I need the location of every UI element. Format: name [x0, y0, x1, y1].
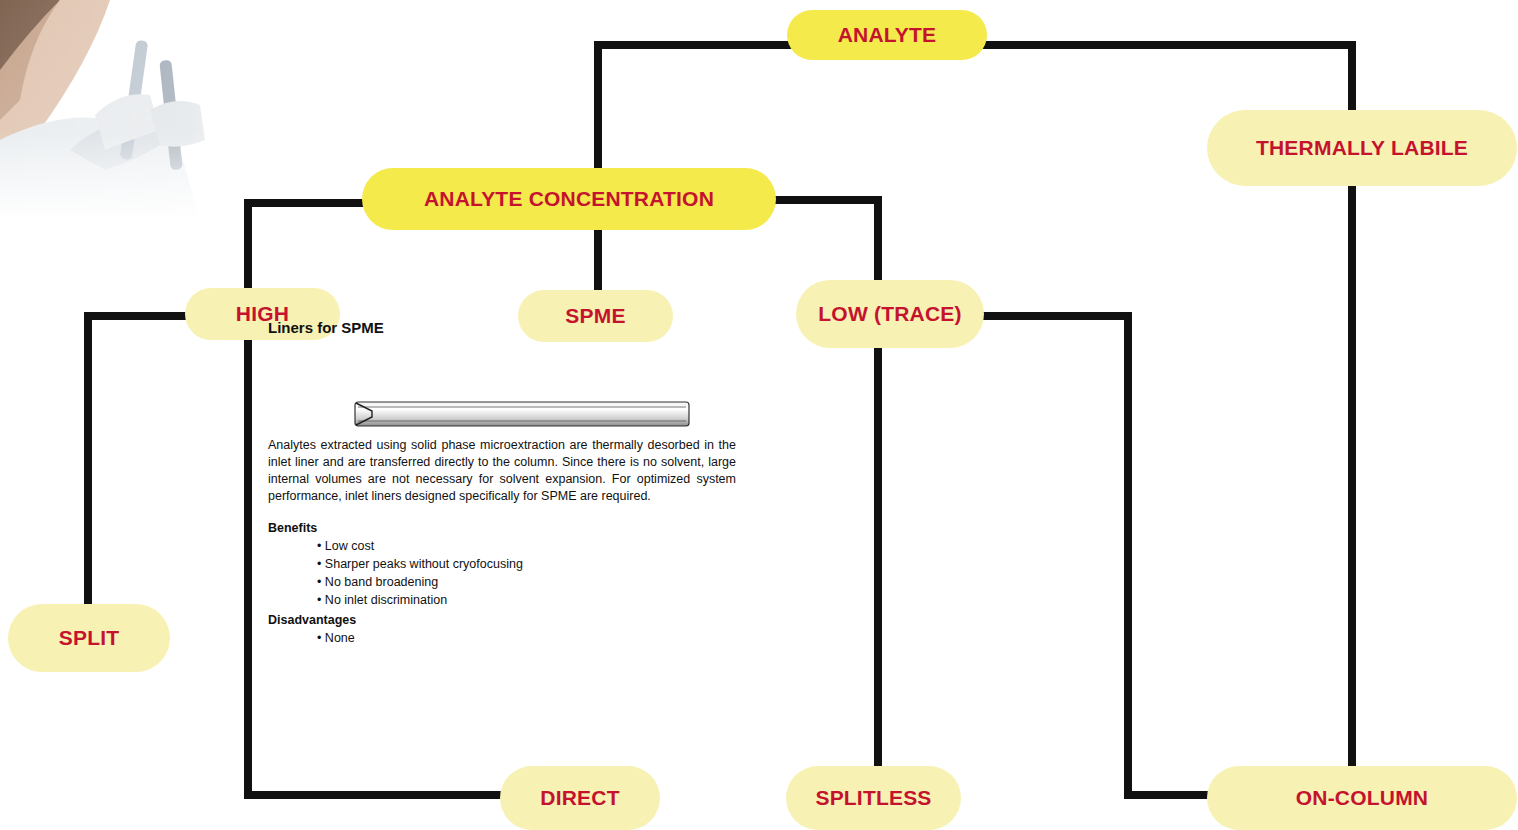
- list-item: • Sharper peaks without cryofocusing: [317, 556, 617, 572]
- pill-label: ANALYTE: [838, 23, 937, 47]
- rounded-pill: SPME: [518, 290, 673, 342]
- pill-label: DIRECT: [540, 786, 619, 810]
- description-text: Analytes extracted using solid phase mic…: [268, 437, 736, 505]
- rounded-pill: THERMALLY LABILE: [1207, 110, 1517, 186]
- connector-line: [598, 45, 797, 178]
- rounded-pill: SPLITLESS: [786, 766, 961, 830]
- list-item: • Low cost: [317, 538, 617, 554]
- pill-label: THERMALLY LABILE: [1256, 136, 1468, 160]
- list-item: • None: [317, 630, 617, 646]
- rounded-pill: ANALYTE: [787, 10, 987, 60]
- rounded-pill: DIRECT: [500, 766, 660, 830]
- connector-line: [248, 203, 372, 298]
- rounded-pill: ON-COLUMN: [1207, 766, 1517, 830]
- connector-line: [974, 316, 1217, 795]
- connector-line: [88, 316, 195, 614]
- list-heading: Benefits: [268, 520, 468, 536]
- connector-line: [766, 200, 878, 290]
- pill-label: SPME: [565, 304, 625, 328]
- connector-line: [1348, 176, 1356, 776]
- pill-label: ANALYTE CONCENTRATION: [424, 187, 714, 211]
- section-heading: Liners for SPME: [268, 318, 568, 338]
- connector-line: [594, 220, 602, 300]
- rounded-pill: SPLIT: [8, 604, 170, 672]
- pill-label: SPLIT: [59, 626, 120, 650]
- pill-label: SPLITLESS: [815, 786, 931, 810]
- rounded-pill: LOW (TRACE): [796, 280, 983, 348]
- connector-line: [977, 45, 1352, 120]
- rounded-pill: ANALYTE CONCENTRATION: [362, 168, 776, 230]
- pill-label: LOW (TRACE): [818, 302, 961, 326]
- lab-photo: [0, 0, 270, 220]
- list-heading: Disadvantages: [268, 612, 468, 628]
- list-item: • No band broadening: [317, 574, 617, 590]
- list-item: • No inlet discrimination: [317, 592, 617, 608]
- liner-illustration: [350, 398, 695, 430]
- pill-label: ON-COLUMN: [1296, 786, 1428, 810]
- connector-line: [874, 338, 882, 776]
